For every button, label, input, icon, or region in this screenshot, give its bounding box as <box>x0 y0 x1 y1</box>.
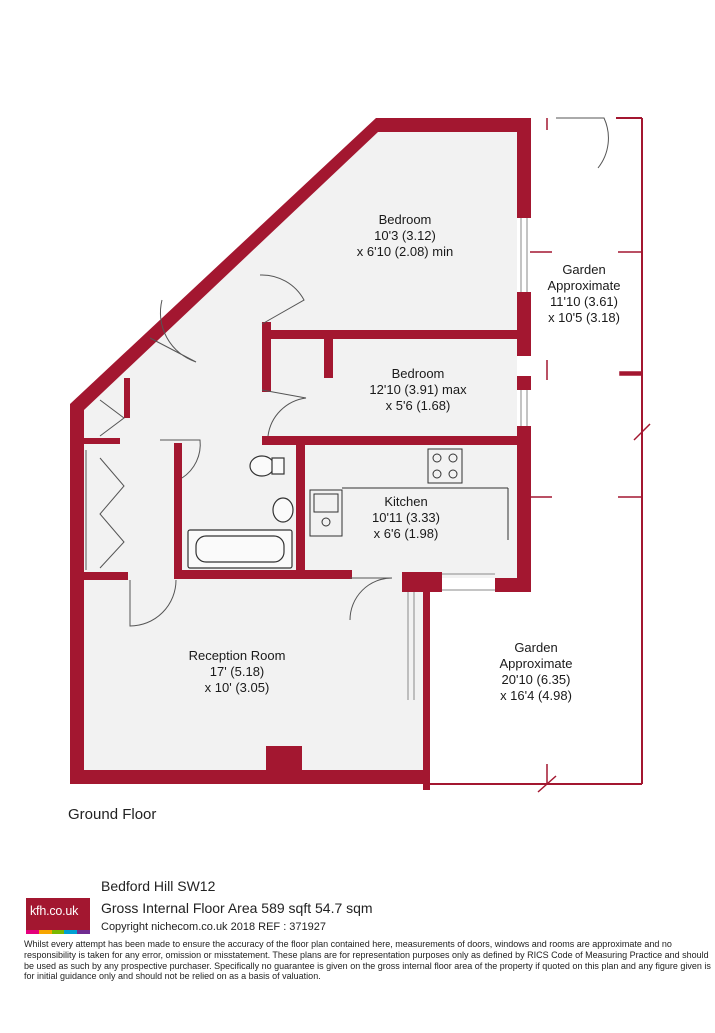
logo-color-bar <box>26 930 90 934</box>
room-dimension: x 6'6 (1.98) <box>374 526 439 541</box>
room-kitchen: Kitchen 10'11 (3.33) x 6'6 (1.98) <box>372 494 440 541</box>
room-dimension: x 16'4 (4.98) <box>500 688 572 703</box>
floor-plan: Bedroom 10'3 (3.12) x 6'10 (2.08) min Be… <box>70 117 651 793</box>
room-name: Kitchen <box>384 494 427 509</box>
garden-boundaries <box>430 117 643 785</box>
room-note: Approximate <box>500 656 573 671</box>
logo-bar-segment <box>64 930 78 934</box>
room-dimension: x 10' (3.05) <box>205 680 270 695</box>
windows <box>407 218 528 700</box>
logo-text: kfh.co.uk <box>30 904 79 918</box>
room-dimension: x 6'10 (2.08) min <box>357 244 453 259</box>
room-note: Approximate <box>548 278 621 293</box>
room-bedroom-2: Bedroom 12'10 (3.91) max x 5'6 (1.68) <box>369 366 467 413</box>
logo-bar-segment <box>38 930 52 934</box>
property-title: Bedford Hill SW12 <box>101 878 216 894</box>
room-garden-2: Garden Approximate 20'10 (6.35) x 16'4 (… <box>500 640 573 703</box>
room-garden-1: Garden Approximate 11'10 (3.61) x 10'5 (… <box>548 262 621 325</box>
bathroom-fixtures <box>187 455 294 569</box>
disclaimer: Whilst every attempt has been made to en… <box>24 939 711 982</box>
kitchen-fixtures <box>309 448 509 540</box>
logo-bar-segment <box>51 930 65 934</box>
room-dimension: 12'10 (3.91) max <box>369 382 467 397</box>
logo-bar-segment <box>26 930 39 934</box>
floor-label: Ground Floor <box>68 806 157 823</box>
room-name: Bedroom <box>392 366 445 381</box>
floor-area: Gross Internal Floor Area 589 sqft 54.7 … <box>101 900 373 916</box>
room-name: Garden <box>514 640 557 655</box>
room-name: Garden <box>562 262 605 277</box>
room-bedroom-1: Bedroom 10'3 (3.12) x 6'10 (2.08) min <box>357 212 453 259</box>
room-name: Reception Room <box>189 648 286 663</box>
agency-logo: kfh.co.uk <box>26 898 90 934</box>
room-dimension: x 5'6 (1.68) <box>386 398 451 413</box>
outer-walls <box>70 118 531 790</box>
room-reception: Reception Room 17' (5.18) x 10' (3.05) <box>189 648 286 695</box>
room-name: Bedroom <box>379 212 432 227</box>
room-dimension: x 10'5 (3.18) <box>548 310 620 325</box>
copyright: Copyright nichecom.co.uk 2018 REF : 3719… <box>101 921 327 933</box>
room-dimension: 10'11 (3.33) <box>372 510 440 525</box>
room-dimension: 20'10 (6.35) <box>502 672 571 687</box>
room-dimension: 10'3 (3.12) <box>374 228 436 243</box>
doors <box>129 117 609 627</box>
interior-walls <box>84 322 517 580</box>
room-dimension: 17' (5.18) <box>210 664 265 679</box>
logo-bar-segment <box>77 930 90 934</box>
wardrobes <box>85 399 125 570</box>
garden-marks <box>530 118 651 793</box>
room-dimension: 11'10 (3.61) <box>550 294 618 309</box>
